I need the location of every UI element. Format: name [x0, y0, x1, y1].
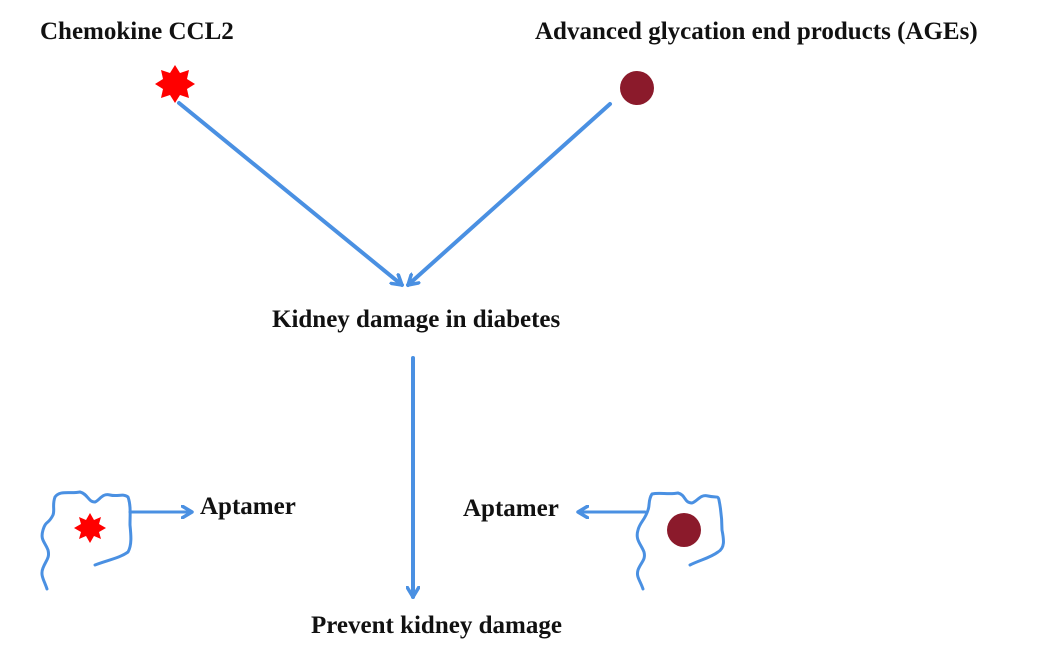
aptamer-left-star-icon — [74, 513, 106, 543]
label-prevent-kidney-damage: Prevent kidney damage — [311, 612, 562, 639]
ccl2-star-icon — [155, 65, 195, 103]
label-kidney-damage: Kidney damage in diabetes — [272, 306, 561, 333]
label-chemokine-ccl2: Chemokine CCL2 — [40, 18, 234, 45]
ages-circle-icon — [620, 71, 654, 105]
arrow-ccl2-to-kidney — [177, 101, 404, 287]
aptamer-left-strand-icon — [40, 490, 133, 591]
label-aptamer-right: Aptamer — [463, 495, 559, 522]
aptamer-right-strand-icon — [635, 491, 725, 591]
arrow-ages-to-kidney — [406, 102, 612, 287]
aptamer-right-circle-icon — [667, 513, 701, 547]
label-ages: Advanced glycation end products (AGEs) — [535, 18, 978, 45]
label-aptamer-left: Aptamer — [200, 493, 296, 520]
